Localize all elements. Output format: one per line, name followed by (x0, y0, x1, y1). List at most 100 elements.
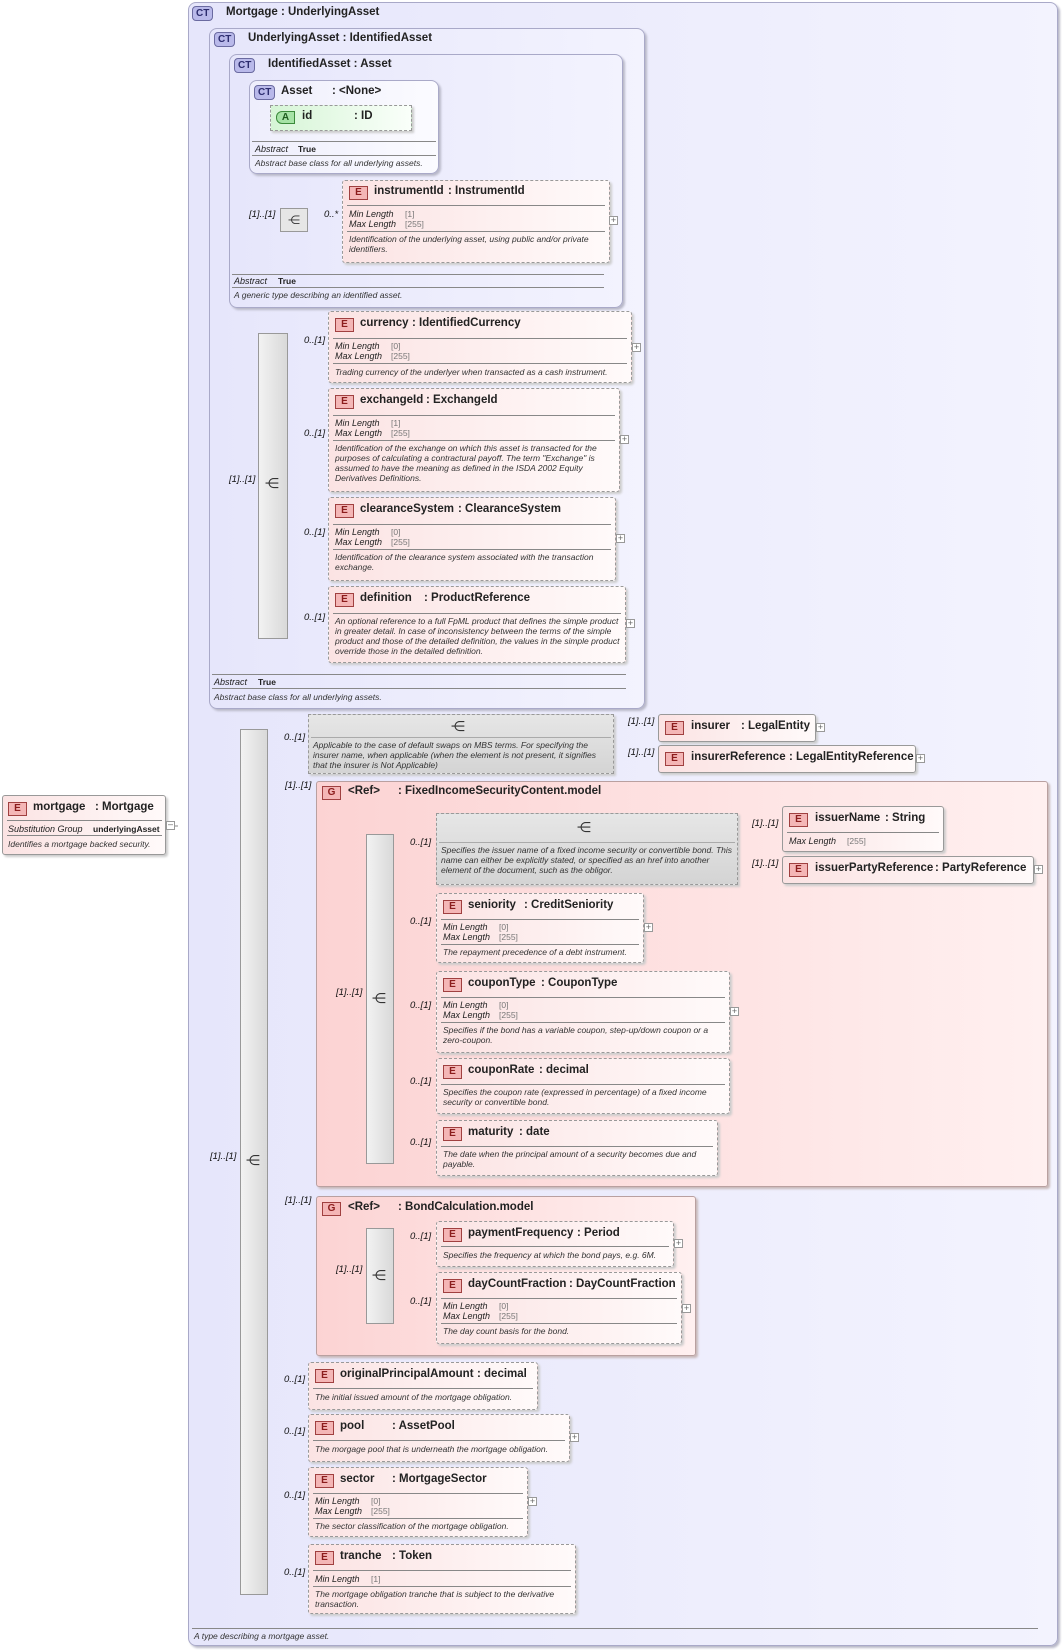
max-length-value: [255] (499, 1010, 518, 1020)
element-insurer-reference[interactable]: E insurerReference : LegalEntityReferenc… (658, 745, 916, 773)
element-type: : DayCountFraction (569, 1278, 676, 1290)
element-sector[interactable]: E sector : MortgageSector Min Length [0]… (308, 1467, 528, 1537)
element-exchange-id[interactable]: E exchangeId : ExchangeId Min Length [1]… (328, 388, 620, 492)
cardinality: 0..[1] (410, 1000, 432, 1011)
element-issuer-name[interactable]: E issuerName : String Max Length [255] (782, 806, 944, 852)
choice-issuer[interactable]: ⋲ Specifies the issuer name of a fixed i… (436, 813, 738, 885)
element-doc: The initial issued amount of the mortgag… (315, 1392, 513, 1402)
min-length-label: Min Length (443, 1000, 488, 1010)
element-issuer-party-reference[interactable]: E issuerPartyReference : PartyReference (782, 856, 1034, 884)
complex-type-badge: CT (234, 58, 256, 73)
min-length-value: [0] (391, 527, 401, 537)
element-name: couponType (468, 977, 536, 989)
cardinality: [1]..[1] (210, 1151, 237, 1162)
min-length-value: [0] (371, 1496, 381, 1506)
element-maturity[interactable]: E maturity : date The date when the prin… (436, 1120, 718, 1176)
element-type: : date (519, 1126, 550, 1138)
element-badge: E (443, 1065, 462, 1079)
element-badge: E (443, 900, 462, 914)
sequence-compositor[interactable] (366, 834, 394, 1164)
expand-toggle[interactable]: + (730, 1006, 739, 1016)
cardinality: [1]..[1] (336, 987, 363, 998)
element-doc: Specifies the frequency at which the bon… (443, 1250, 657, 1260)
sequence-compositor[interactable]: ⋲ (280, 208, 308, 232)
element-original-principal-amount[interactable]: E originalPrincipalAmount : decimal The … (308, 1362, 538, 1410)
element-name: issuerName (815, 812, 881, 824)
element-name: definition (360, 592, 412, 604)
max-length-value: [255] (499, 932, 518, 942)
element-insurer[interactable]: E insurer : LegalEntity (658, 714, 816, 742)
expand-toggle[interactable]: + (674, 1238, 683, 1248)
element-type: : AssetPool (392, 1420, 455, 1432)
cardinality: 0..[1] (284, 1426, 306, 1437)
sequence-compositor[interactable] (258, 333, 288, 639)
element-definition[interactable]: E definition : ProductReference An optio… (328, 586, 626, 663)
expand-toggle[interactable]: + (1034, 864, 1043, 874)
element-doc: Identification of the exchange on which … (335, 443, 597, 483)
element-type: : LegalEntityReference (789, 751, 914, 763)
element-badge: E (8, 802, 27, 816)
cardinality: [1]..[1] (752, 818, 779, 829)
cardinality: [1]..[1] (628, 747, 655, 758)
expand-toggle[interactable]: + (626, 618, 635, 628)
element-clearance-system[interactable]: E clearanceSystem : ClearanceSystem Min … (328, 497, 616, 581)
min-length-label: Min Length (335, 418, 380, 428)
max-length-value: [255] (499, 1311, 518, 1321)
expand-toggle[interactable]: + (816, 722, 825, 732)
choice-icon: ⋲ (577, 819, 591, 835)
min-length-value: [0] (499, 1301, 509, 1311)
root-element-mortgage[interactable]: E mortgage : Mortgage Substitution Group… (2, 795, 166, 855)
element-tranche[interactable]: E tranche : Token Min Length [1] The mor… (308, 1544, 576, 1614)
expand-toggle[interactable]: + (616, 533, 625, 543)
expand-toggle[interactable]: + (620, 434, 629, 444)
element-type: : decimal (477, 1368, 527, 1380)
identified-title: IdentifiedAsset : Asset (268, 58, 392, 70)
expand-toggle[interactable]: + (528, 1496, 537, 1506)
expand-toggle[interactable]: + (682, 1303, 691, 1313)
complex-type-badge: CT (192, 6, 214, 21)
element-seniority[interactable]: E seniority : CreditSeniority Min Length… (436, 893, 644, 963)
element-day-count-fraction[interactable]: E dayCountFraction : DayCountFraction Mi… (436, 1272, 682, 1344)
cardinality: 0..[1] (304, 428, 326, 439)
underlying-abstract-value: True (258, 677, 276, 687)
cardinality: 0..[1] (304, 527, 326, 538)
choice-insurer[interactable]: ⋲ Applicable to the case of default swap… (308, 714, 614, 774)
collapse-toggle[interactable]: – (166, 819, 175, 830)
cardinality: [1]..[1] (249, 209, 276, 220)
underlying-abstract-label: Abstract (214, 677, 248, 687)
substitution-value: underlyingAsset (93, 824, 160, 834)
element-payment-frequency[interactable]: E paymentFrequency : Period Specifies th… (436, 1221, 674, 1267)
element-instrument-id[interactable]: E instrumentId : InstrumentId Min Length… (342, 180, 610, 263)
element-name: maturity (468, 1126, 514, 1138)
identified-abstract-label: Abstract (234, 276, 268, 286)
cardinality: 0..[1] (304, 335, 326, 346)
max-length-label: Max Length (335, 351, 383, 361)
expand-toggle[interactable]: + (916, 753, 925, 763)
group-name: : BondCalculation.model (398, 1201, 534, 1213)
attribute-name: id (302, 110, 313, 122)
expand-toggle[interactable]: + (570, 1432, 579, 1442)
min-length-label: Min Length (335, 341, 380, 351)
element-type: : IdentifiedCurrency (412, 317, 521, 329)
sequence-compositor[interactable] (240, 729, 268, 1595)
expand-toggle[interactable]: + (644, 922, 653, 932)
root-name: mortgage (33, 801, 86, 813)
min-length-label: Min Length (443, 922, 488, 932)
element-coupon-type[interactable]: E couponType : CouponType Min Length [0]… (436, 971, 730, 1053)
cardinality: 0..[1] (410, 1076, 432, 1087)
cardinality: 0..[1] (284, 732, 306, 743)
element-doc: An optional reference to a full FpML pro… (335, 616, 620, 656)
max-length-value: [255] (371, 1506, 390, 1516)
min-length-value: [1] (391, 418, 401, 428)
expand-toggle[interactable]: + (609, 215, 618, 225)
cardinality: 0..[1] (284, 1490, 306, 1501)
element-badge: E (789, 863, 808, 877)
element-badge: E (315, 1369, 334, 1383)
element-pool[interactable]: E pool : AssetPool The morgage pool that… (308, 1414, 570, 1462)
element-coupon-rate[interactable]: E couponRate : decimal Specifies the cou… (436, 1058, 730, 1114)
element-badge: E (789, 813, 808, 827)
expand-toggle[interactable]: + (632, 342, 641, 352)
element-currency[interactable]: E currency : IdentifiedCurrency Min Leng… (328, 311, 632, 383)
element-badge: E (665, 721, 684, 735)
sequence-compositor[interactable] (366, 1228, 394, 1324)
